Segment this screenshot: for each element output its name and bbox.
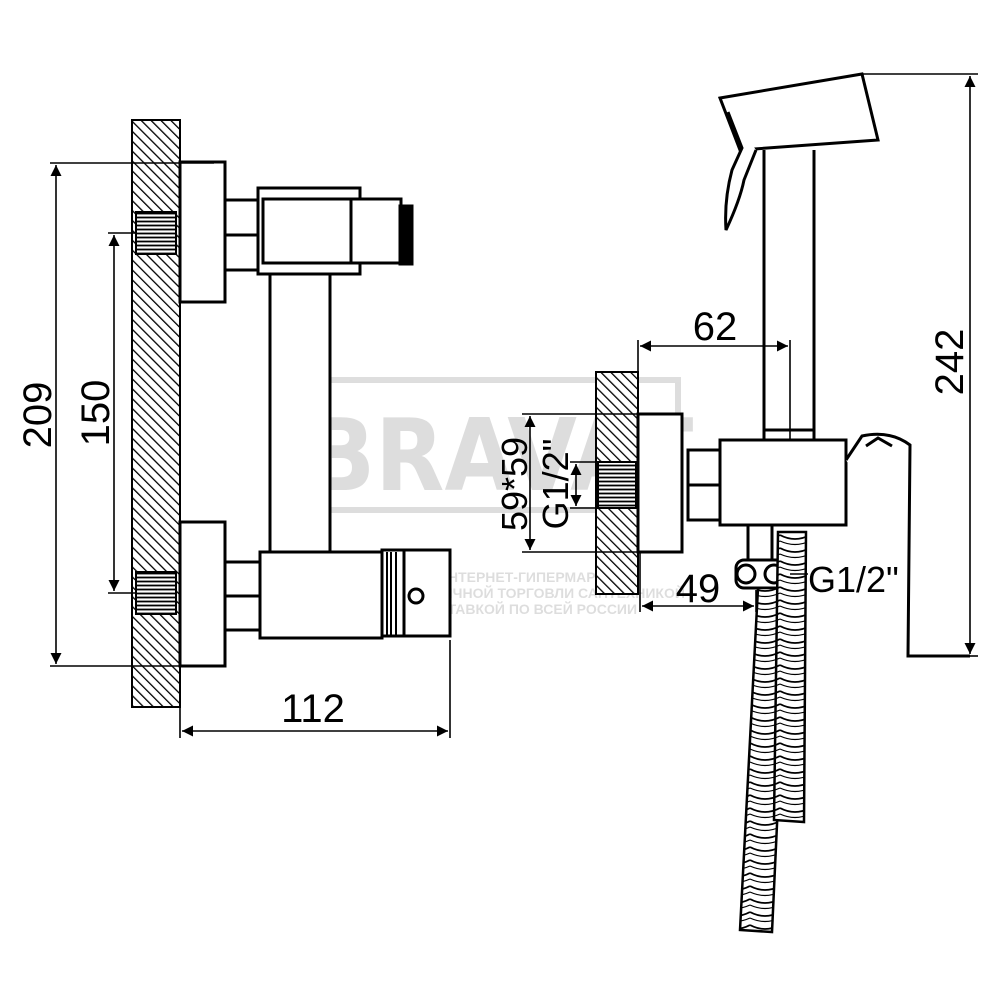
dim-59x59: 59*59 [494,437,535,531]
front-view-dimensions [50,162,451,738]
holder-upper-cap [398,204,414,266]
dim-49: 49 [676,567,721,611]
watermark-line3: С ДОСТАВКОЙ ПО ВСЕЙ РОССИИ [403,600,637,617]
handle-dot [407,587,425,605]
watermark-line1: ИНТЕРНЕТ-ГИПЕРМАРКЕТ [438,569,623,585]
dim-g12-outlet: G1/2" [808,559,899,600]
dim-62: 62 [693,305,738,349]
thread-side [597,461,637,509]
front-view [131,119,452,708]
body-tube [268,270,332,556]
shower-hose [738,530,808,934]
hand-shower [717,72,880,152]
wall-section [131,119,181,708]
mixer-body-side [718,438,848,527]
dim-150: 150 [74,380,118,447]
escutcheon-lower [178,520,227,668]
escutcheon-side [636,412,684,554]
dim-242: 242 [928,329,972,396]
dim-209: 209 [16,382,60,449]
thread-lower [135,571,177,615]
dim-112: 112 [281,687,345,731]
thread-upper [135,211,177,255]
side-view [595,72,970,658]
dim-g12-inlet: G1/2" [535,439,576,530]
escutcheon-upper [178,160,227,304]
side-view-dimensions [522,73,978,657]
lever-handle [844,432,970,658]
mixer-body [258,550,384,640]
